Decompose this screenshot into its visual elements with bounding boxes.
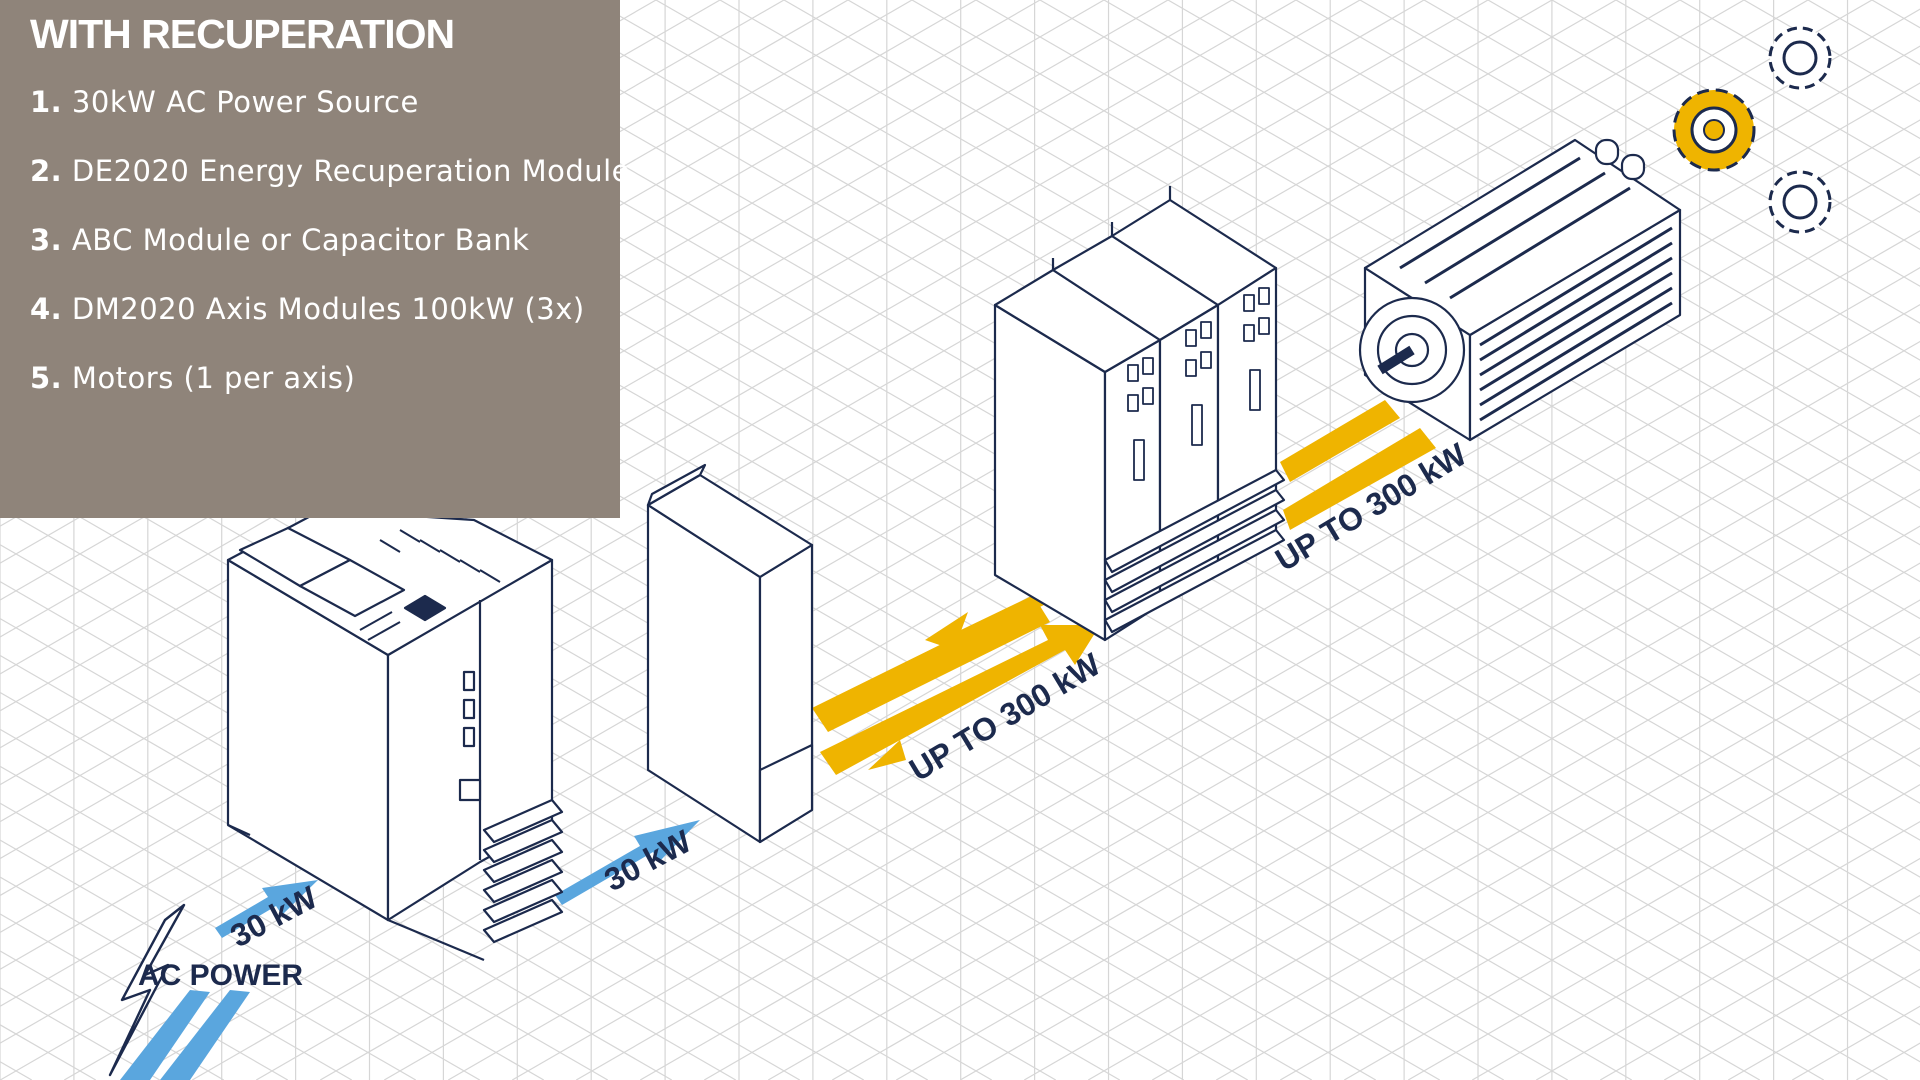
grid-line	[447, 230, 1920, 1080]
grid-line	[0, 0, 977, 564]
recuperation-module	[646, 463, 814, 844]
grid-line	[975, 0, 1920, 546]
grid-line	[1551, 0, 1920, 214]
grid-line	[1151, 636, 1920, 1080]
grid-line	[399, 0, 1920, 878]
legend-item-text: Motors (1 per axis)	[71, 361, 356, 395]
grid-line	[1103, 0, 1920, 472]
legend-item-text: DM2020 Axis Modules 100kW (3x)	[71, 292, 585, 326]
grid-line	[0, 543, 929, 1080]
grid-line	[1407, 784, 1920, 1080]
legend-panel: WITH RECUPERATION 1. 30kW AC Power Sourc…	[0, 0, 630, 518]
legend-item-motors: 5. Motors (1 per axis)	[30, 360, 620, 396]
legend-item-recuperation: 2. DE2020 Energy Recuperation Module	[30, 153, 630, 189]
ac-power-label: AC POWER	[138, 959, 303, 992]
grid-line	[895, 488, 1920, 1080]
axis-modules	[993, 186, 1286, 642]
grid-line	[527, 0, 1920, 804]
grid-line	[1423, 0, 1920, 287]
legend-item-text: ABC Module or Capacitor Bank	[71, 223, 530, 257]
legend-item-number: 3.	[30, 223, 63, 257]
grid-line	[0, 0, 1105, 638]
grid-line	[0, 0, 1489, 860]
grid-line	[831, 451, 1920, 1080]
grid-line	[1279, 710, 1920, 1080]
grid-line	[1343, 747, 1920, 1080]
grid-line	[0, 802, 481, 1080]
grid-line	[383, 193, 1920, 1080]
motor-cooling-fins	[1399, 156, 1673, 422]
grid-line	[1727, 968, 1920, 1080]
grid-line	[591, 0, 1920, 767]
grid-line	[1023, 562, 1920, 1080]
grid-line	[0, 0, 1041, 601]
grid-line	[0, 0, 1745, 1007]
ac-input-arrow	[215, 880, 318, 938]
grid-line	[1087, 599, 1920, 1080]
grid-line	[0, 0, 1553, 897]
legend-item-number: 5.	[30, 361, 63, 395]
grid-line	[0, 876, 353, 1080]
grid-line	[0, 507, 993, 1080]
bus-power-arrows	[812, 592, 1100, 775]
grid-line	[0, 211, 1505, 1080]
grid-line	[959, 525, 1920, 1080]
grid-line	[1215, 673, 1920, 1080]
gear-icon	[1768, 170, 1832, 234]
grid-line	[0, 0, 1169, 675]
grid-line	[847, 0, 1920, 620]
legend-item-text: DE2020 Energy Recuperation Module	[71, 154, 631, 188]
legend-item-capacitor-bank: 3. ABC Module or Capacitor Bank	[30, 222, 620, 258]
ac-power-flash-arrows	[120, 990, 250, 1080]
grid-line	[463, 0, 1920, 841]
grid-line	[0, 654, 737, 1080]
grid-line	[639, 340, 1920, 1080]
gear-icon	[1768, 26, 1832, 90]
grid-line	[1535, 857, 1920, 1080]
legend-item-number: 4.	[30, 292, 63, 326]
motor	[1358, 138, 1682, 442]
gear-icon	[1672, 88, 1756, 172]
grid-line	[1167, 0, 1920, 435]
grid-line	[0, 839, 417, 1080]
grid-line	[0, 765, 545, 1080]
grid-line	[0, 0, 1809, 1044]
dc-link-arrow	[555, 820, 700, 905]
grid-line	[1471, 820, 1920, 1080]
legend-item-number: 1.	[30, 85, 63, 119]
grid-line	[783, 0, 1920, 657]
grid-line	[767, 414, 1920, 1080]
legend-item-number: 2.	[30, 154, 63, 188]
grid-line	[0, 470, 1057, 1080]
grid-line	[0, 396, 1185, 1080]
grid-line	[703, 377, 1920, 1080]
grid-line	[1039, 0, 1920, 509]
motor-connectors	[1594, 138, 1646, 181]
ac-power-source-module	[226, 508, 564, 962]
grid-line	[655, 0, 1920, 731]
grid-line	[511, 267, 1920, 1080]
grid-line	[575, 303, 1920, 1080]
vent-slots	[359, 529, 501, 641]
axis-module-fins	[1103, 468, 1286, 634]
lightning-bolt-icon	[108, 903, 186, 1077]
grid-line	[1359, 0, 1920, 324]
grid-line	[1791, 1005, 1920, 1080]
grid-line	[1599, 894, 1920, 1080]
motor-power-arrows	[1280, 400, 1436, 530]
heatsink-fins	[482, 798, 564, 944]
axis-module-front-details	[1127, 287, 1270, 481]
legend-item-axis-modules: 4. DM2020 Axis Modules 100kW (3x)	[30, 291, 620, 327]
legend-item-ac-source: 1. 30kW AC Power Source	[30, 84, 620, 120]
grid-line	[719, 0, 1920, 694]
grid-line	[0, 433, 1121, 1080]
grid-line	[0, 617, 801, 1080]
legend-item-text: 30kW AC Power Source	[71, 85, 419, 119]
legend-title: WITH RECUPERATION	[30, 11, 455, 57]
